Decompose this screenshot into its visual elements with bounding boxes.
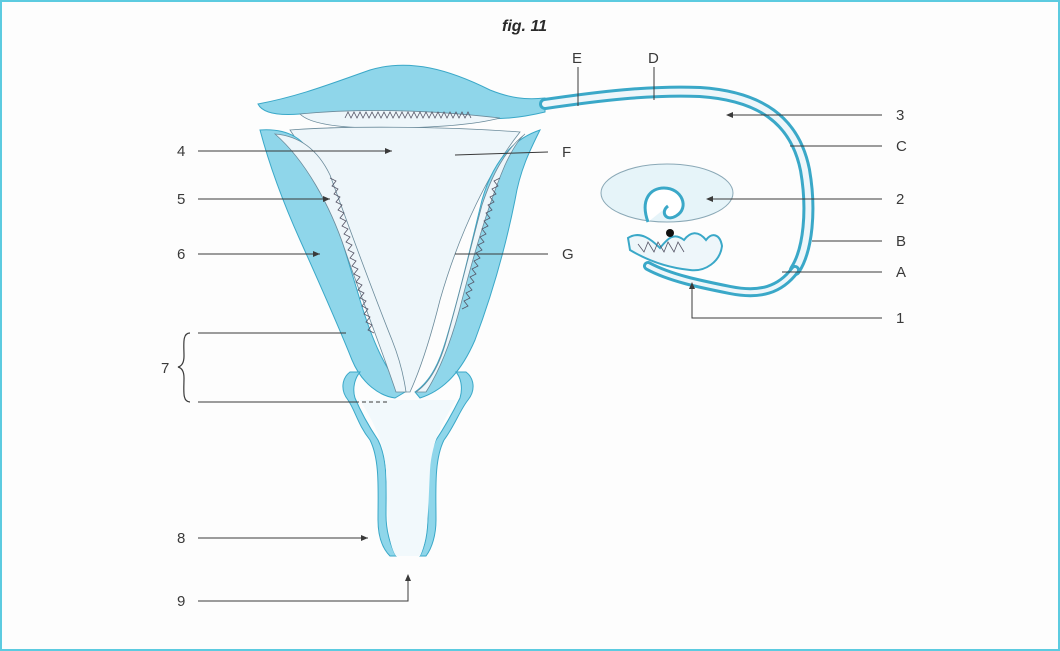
ovum [666,229,674,237]
label-F: F [562,144,571,161]
label-G: G [562,246,574,263]
label-8: 8 [177,530,185,547]
label-A: A [896,264,906,281]
fimbriae [628,233,722,270]
label-D: D [648,50,659,67]
label-C: C [896,138,907,155]
vaginal-lumen [360,400,456,556]
brace-7 [178,333,190,402]
label-5: 5 [177,191,185,208]
label-E: E [572,50,582,67]
label-1: 1 [896,310,904,327]
label-6: 6 [177,246,185,263]
label-9: 9 [177,593,185,610]
label-7: 7 [161,360,169,377]
label-4: 4 [177,143,185,160]
label-B: B [896,233,906,250]
label-2: 2 [896,191,904,208]
label-3: 3 [896,107,904,124]
